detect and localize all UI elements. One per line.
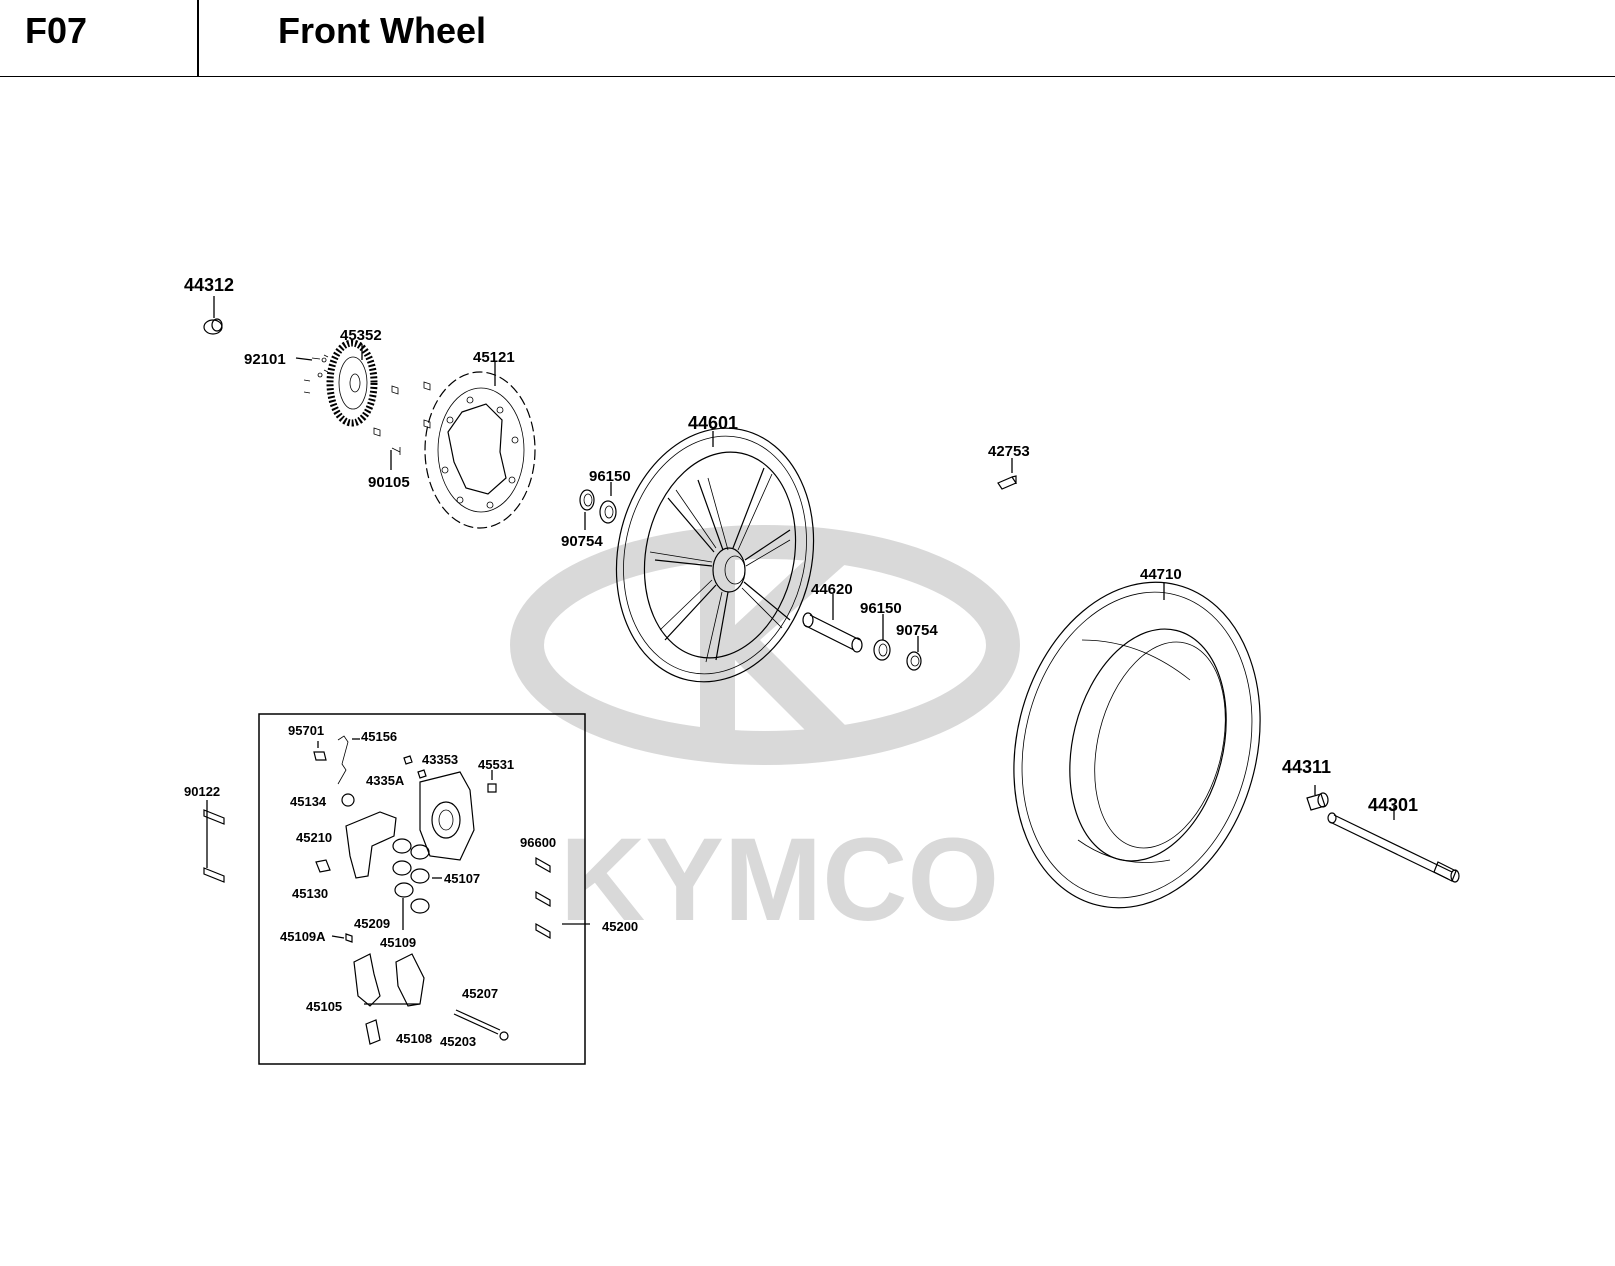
label-44620: 44620 <box>811 581 853 598</box>
label-44312: 44312 <box>184 275 234 295</box>
part-44710-tire <box>1013 581 1261 909</box>
part-44620-spacer <box>802 594 863 653</box>
part-42753-valve <box>997 458 1017 490</box>
watermark-text: KYMCO <box>560 814 999 946</box>
label-90122: 90122 <box>184 784 220 799</box>
label-45200: 45200 <box>602 919 638 934</box>
label-45109: 45109 <box>380 935 416 950</box>
label-45531: 45531 <box>478 757 514 772</box>
section-code: F07 <box>25 10 88 51</box>
page-title: Front Wheel <box>278 10 486 51</box>
part-number-labels: 44312 45352 92101 45121 90105 44601 9615… <box>184 275 1418 1049</box>
label-44301: 44301 <box>1368 795 1418 815</box>
label-44311: 44311 <box>1282 757 1331 777</box>
part-44311-collar <box>1306 785 1329 811</box>
disc-bolts <box>373 381 431 455</box>
label-44601: 44601 <box>688 413 738 433</box>
label-42753: 42753 <box>988 443 1030 460</box>
label-45209: 45209 <box>354 916 390 931</box>
label-45210: 45210 <box>296 830 332 845</box>
part-45352 <box>326 339 378 427</box>
label-4335A: 4335A <box>366 773 405 788</box>
bearing-set-left <box>579 482 617 530</box>
label-45108: 45108 <box>396 1031 432 1046</box>
label-45130: 45130 <box>292 886 328 901</box>
part-45121-brake-disc <box>424 361 536 529</box>
label-43353: 43353 <box>422 752 458 767</box>
kymco-watermark-logo: KYMCO <box>510 525 1020 946</box>
label-96600: 96600 <box>520 835 556 850</box>
page-header: F07 Front Wheel <box>0 0 1615 77</box>
bearing-set-right <box>873 614 922 671</box>
part-44301-axle <box>1327 806 1460 883</box>
label-90754-left: 90754 <box>561 533 603 550</box>
part-44312 <box>203 296 223 335</box>
part-90122-bolts <box>203 800 225 883</box>
header-divider <box>197 0 199 77</box>
label-45203: 45203 <box>440 1034 476 1049</box>
label-45109A: 45109A <box>280 929 326 944</box>
label-45105: 45105 <box>306 999 342 1014</box>
label-95701: 95701 <box>288 723 324 738</box>
label-45352: 45352 <box>340 327 382 344</box>
label-45134: 45134 <box>290 794 327 809</box>
caliper-detail-box <box>258 713 590 1065</box>
part-92101 <box>295 354 329 394</box>
label-45156: 45156 <box>361 729 397 744</box>
label-45207: 45207 <box>462 986 498 1001</box>
label-45107: 45107 <box>444 871 480 886</box>
label-45121: 45121 <box>473 349 515 366</box>
label-44710: 44710 <box>1140 566 1182 583</box>
label-90754-right: 90754 <box>896 622 938 639</box>
part-44601-wheel-rim <box>615 427 815 683</box>
label-90105: 90105 <box>368 474 410 491</box>
label-92101: 92101 <box>244 351 286 368</box>
label-96150-left: 96150 <box>589 468 631 485</box>
label-96150-right: 96150 <box>860 600 902 617</box>
